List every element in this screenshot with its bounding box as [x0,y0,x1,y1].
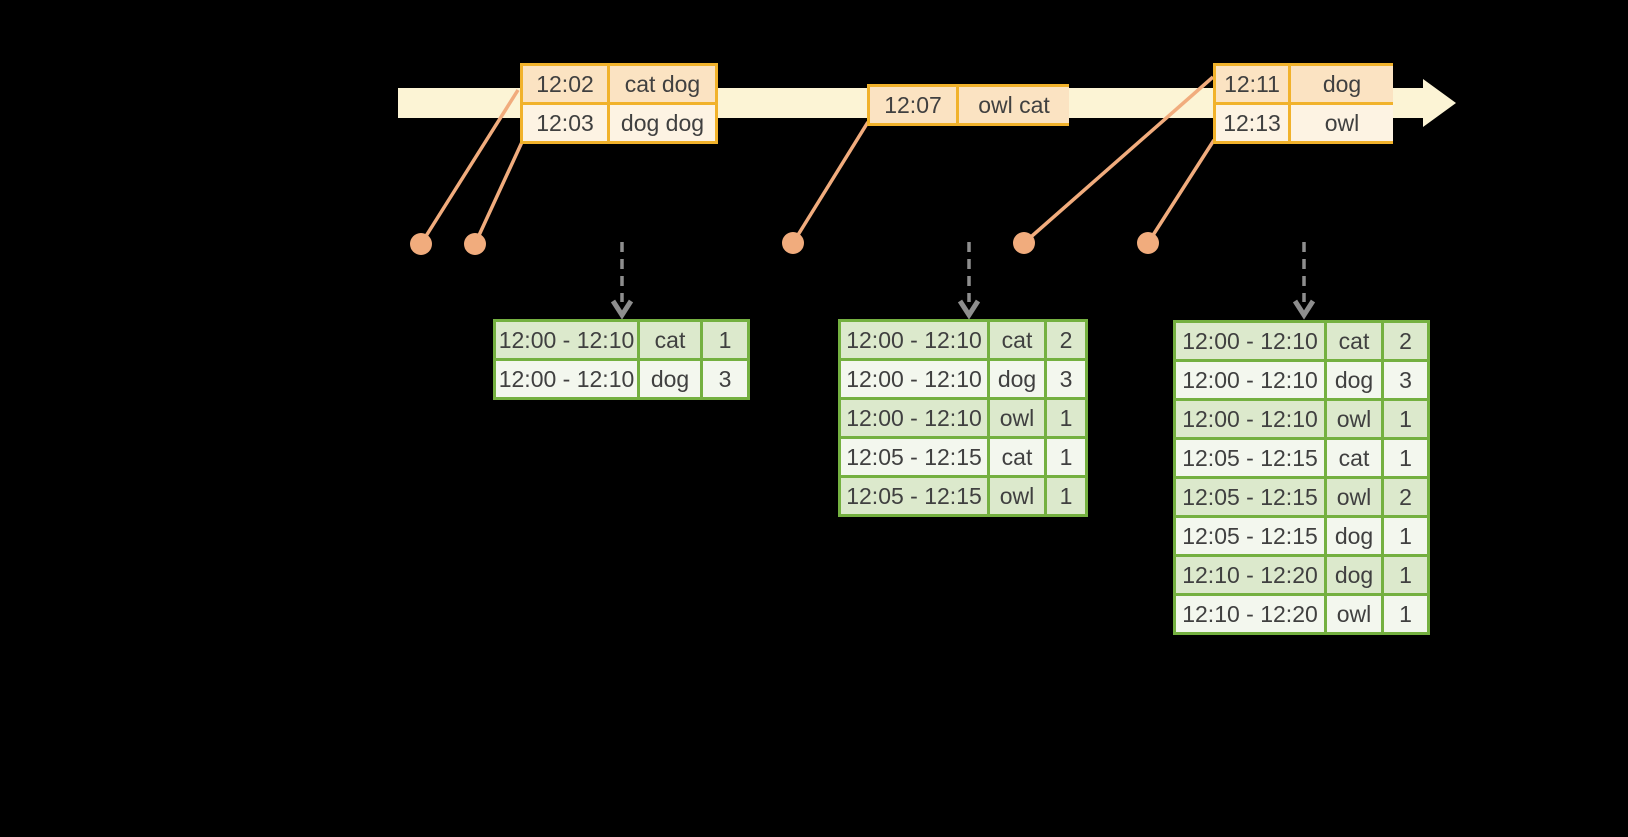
word-cell: dog [1327,518,1381,554]
event-words-cell: cat dog [610,66,715,102]
word-cell: cat [990,322,1044,358]
trigger-arrowhead [1292,299,1316,320]
word-cell: dog [1327,557,1381,593]
event-time-cell: 12:03 [523,105,607,141]
event-dot [464,233,486,255]
word-cell: cat [1327,440,1381,476]
word-cell: cat [1327,323,1381,359]
event-time-cell: 12:11 [1216,66,1288,102]
word-cell: dog [1327,362,1381,398]
count-cell: 1 [1384,557,1427,593]
event-connector-line [473,141,524,245]
event-connector-lines [419,75,1216,245]
window-cell: 12:05 - 12:15 [841,439,987,475]
window-cell: 12:10 - 12:20 [1176,596,1324,632]
event-time-cell: 12:13 [1216,105,1288,141]
word-cell: dog [990,361,1044,397]
window-cell: 12:00 - 12:10 [841,400,987,436]
window-cell: 12:05 - 12:15 [1176,479,1324,515]
event-dot [782,232,804,254]
count-cell: 1 [1384,518,1427,554]
window-cell: 12:00 - 12:10 [1176,323,1324,359]
event-words-cell: dog dog [610,105,715,141]
event-dot [1013,232,1035,254]
count-cell: 2 [1047,322,1085,358]
event-connector-line [1146,139,1216,244]
word-cell: cat [640,322,700,358]
count-cell: 3 [1384,362,1427,398]
count-cell: 1 [1384,596,1427,632]
word-cell: owl [1327,479,1381,515]
word-cell: dog [640,361,700,397]
trigger-arrowhead [957,299,981,320]
trigger-arrows [610,242,1316,320]
window-cell: 12:00 - 12:10 [496,322,637,358]
word-cell: owl [1327,596,1381,632]
word-cell: cat [990,439,1044,475]
count-cell: 3 [1047,361,1085,397]
count-cell: 1 [1047,400,1085,436]
event-dots [410,232,1159,255]
event-words-cell: owl [1291,105,1393,141]
count-cell: 1 [1047,478,1085,514]
window-cell: 12:00 - 12:10 [496,361,637,397]
window-cell: 12:10 - 12:20 [1176,557,1324,593]
window-cell: 12:05 - 12:15 [1176,518,1324,554]
event-words-cell: owl cat [959,87,1069,123]
event-words-cell: dog [1291,66,1393,102]
word-cell: owl [990,400,1044,436]
window-cell: 12:05 - 12:15 [1176,440,1324,476]
event-dot [410,233,432,255]
count-cell: 2 [1384,479,1427,515]
event-dot [1137,232,1159,254]
count-cell: 1 [703,322,747,358]
event-time-cell: 12:07 [870,87,956,123]
event-connector-line [419,89,520,245]
event-connector-line [791,121,870,244]
trigger-arrowhead [610,299,634,320]
window-cell: 12:00 - 12:10 [1176,401,1324,437]
count-cell: 1 [1047,439,1085,475]
word-cell: owl [1327,401,1381,437]
event-time-cell: 12:02 [523,66,607,102]
window-cell: 12:05 - 12:15 [841,478,987,514]
window-cell: 12:00 - 12:10 [841,361,987,397]
count-cell: 3 [703,361,747,397]
window-cell: 12:00 - 12:10 [841,322,987,358]
count-cell: 2 [1384,323,1427,359]
count-cell: 1 [1384,440,1427,476]
count-cell: 1 [1384,401,1427,437]
window-cell: 12:00 - 12:10 [1176,362,1324,398]
event-connector-line [1022,75,1215,245]
word-cell: owl [990,478,1044,514]
